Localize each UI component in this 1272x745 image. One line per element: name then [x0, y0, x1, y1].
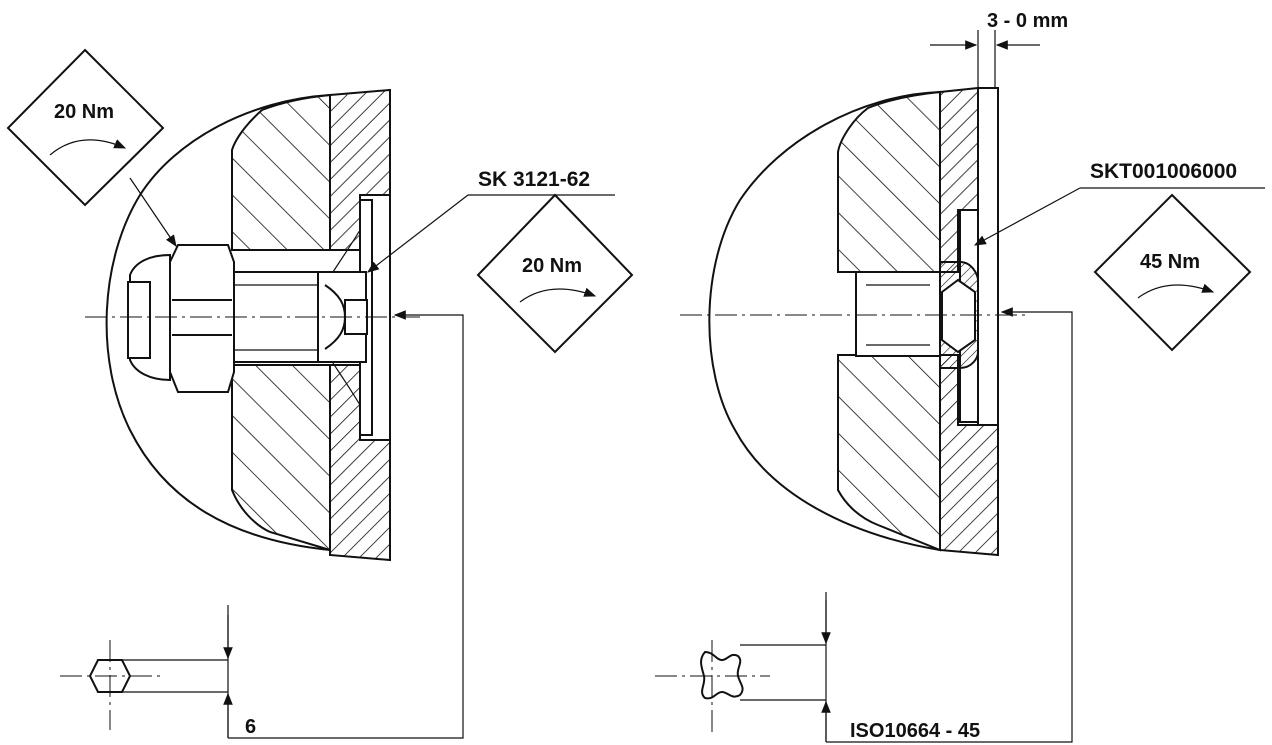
right-torx-key: ISO10664 - 45	[655, 592, 980, 742]
right-gap-dimension: 3 - 0 mm	[930, 10, 1068, 88]
left-plate	[231, 93, 331, 251]
left-screw-torque-label: 20 Nm	[522, 255, 582, 277]
left-nut-torque-box: 20 Nm	[6, 48, 165, 207]
left-key-size: 6	[245, 716, 256, 738]
left-breakout-outline	[105, 94, 331, 551]
right-screw-torque-box: 45 Nm	[1093, 193, 1252, 352]
right-key-standard: ISO10664 - 45	[850, 720, 980, 742]
right-plate	[837, 90, 941, 273]
right-breakout-outline	[708, 91, 941, 551]
left-hex-nut	[169, 244, 235, 393]
right-assembly: 3 - 0 mm SKT001006000 45 Nm ISO10664 - 4…	[655, 10, 1265, 743]
left-assembly: 20 Nm SK 3121-62 20 Nm 6	[6, 48, 634, 739]
left-nut-torque-label: 20 Nm	[54, 101, 114, 123]
right-screw-torque-label: 45 Nm	[1140, 251, 1200, 273]
right-part-number: SKT001006000	[1090, 160, 1237, 183]
left-hex-key: 6	[60, 605, 256, 738]
left-screw-torque-box: 20 Nm	[476, 193, 634, 354]
left-part-number: SK 3121-62	[478, 168, 590, 191]
right-gap-label: 3 - 0 mm	[987, 10, 1068, 32]
